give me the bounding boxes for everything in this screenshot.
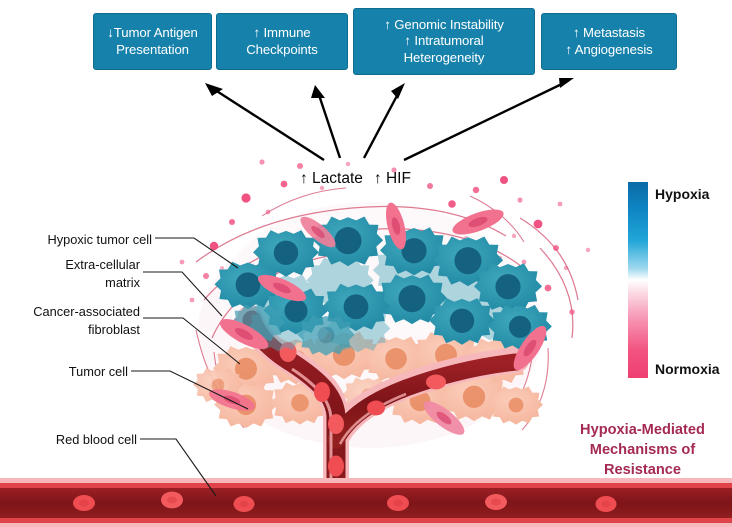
lactate-hif-label: ↑ Lactate ↑ HIF — [300, 170, 422, 188]
annotation-red-blood-cell: Red blood cell — [0, 431, 137, 449]
annotation-extra-cellular-matrix: Extra-cellular matrix — [0, 256, 140, 291]
outcome-box-line: ↑ Angiogenesis — [565, 41, 653, 57]
cancer-associated-fibroblast-layer — [209, 202, 547, 435]
outcome-box-line: ↑ Genomic Instability — [384, 16, 504, 32]
outcome-box-tumor-antigen-presentation[interactable]: ↓Tumor Antigen Presentation — [93, 13, 212, 70]
annotation-line: Hypoxic tumor cell — [47, 232, 152, 247]
figure-title: Hypoxia-Mediated Mechanisms of Resistanc… — [553, 420, 732, 480]
outcome-box-metastasis-angiogenesis[interactable]: ↑ Metastasis ↑ Angiogenesis — [541, 13, 677, 70]
figure-title-line: Hypoxia-Mediated — [580, 422, 705, 438]
annotation-line: Tumor cell — [68, 364, 128, 379]
hypoxia-gradient-legend-bar — [628, 182, 648, 378]
hif-text: ↑ HIF — [373, 170, 411, 187]
outcome-box-genomic-instability[interactable]: ↑ Genomic Instability ↑ Intratumoral Het… — [353, 8, 535, 75]
annotation-line: Extra-cellular — [65, 257, 140, 272]
outcome-box-line: ↓Tumor Antigen — [107, 25, 198, 40]
annotation-line: fibroblast — [88, 321, 140, 337]
annotation-hypoxic-tumor-cell: Hypoxic tumor cell — [0, 231, 152, 249]
outcome-box-line: ↑ Metastasis — [572, 25, 646, 40]
outcome-box-line: Checkpoints — [246, 41, 318, 57]
hypoxic-tumor-cell-layer — [214, 216, 552, 356]
mechanism-arrows — [211, 80, 567, 162]
legend-label-normoxia: Normoxia — [655, 361, 720, 377]
outcome-box-line: Heterogeneity — [403, 49, 485, 65]
outcome-box-line: ↑ Immune — [253, 25, 311, 40]
lactate-text: ↑ Lactate — [300, 170, 363, 187]
annotation-line: Red blood cell — [55, 432, 137, 447]
outcome-box-line: ↑ Intratumoral — [404, 33, 484, 49]
outcome-box-immune-checkpoints[interactable]: ↑ Immune Checkpoints — [216, 13, 348, 70]
annotation-line: Cancer-associated — [33, 304, 140, 319]
figure-title-line: Resistance — [603, 462, 682, 478]
legend-label-hypoxia: Hypoxia — [655, 186, 710, 202]
lactate-molecule-dots — [179, 159, 591, 323]
red-blood-cells — [73, 342, 617, 512]
outcome-box-line: Presentation — [116, 41, 189, 57]
annotation-leader-lines — [131, 237, 249, 497]
arrow-heads — [205, 78, 574, 99]
annotation-tumor-cell: Tumor cell — [0, 363, 128, 381]
annotation-line: matrix — [105, 274, 140, 290]
figure-title-line: Mechanisms of — [589, 442, 696, 458]
annotation-cancer-associated-fibroblast: Cancer-associated fibroblast — [0, 303, 140, 338]
